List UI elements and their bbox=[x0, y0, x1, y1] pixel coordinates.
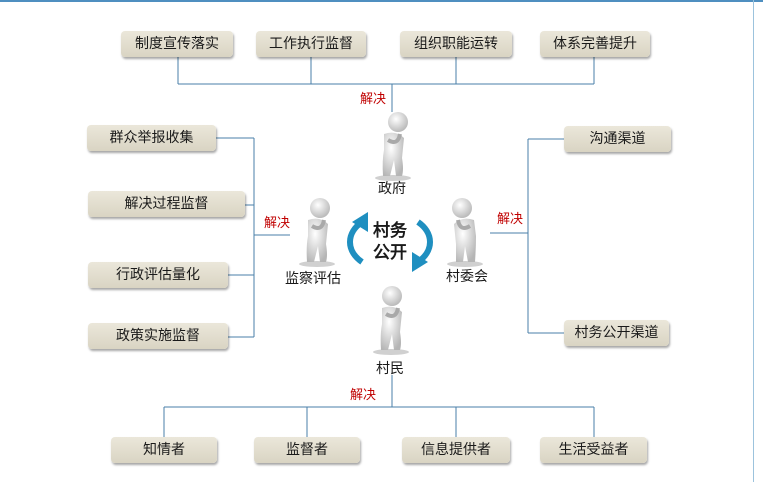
top-box-1: 制度宣传落实 bbox=[121, 31, 233, 57]
resolve-label-right: 解决 bbox=[497, 212, 524, 227]
role-supervision: 监察评估 bbox=[285, 271, 341, 287]
top-box-3: 组织职能运转 bbox=[400, 31, 512, 57]
bottom-box-3: 信息提供者 bbox=[402, 437, 510, 463]
bottom-box-4: 生活受益者 bbox=[540, 437, 647, 463]
top-border-line bbox=[0, 0, 763, 2]
left-box-4: 政策实施监督 bbox=[88, 323, 228, 349]
left-box-2: 解决过程监督 bbox=[88, 191, 245, 217]
villagers-figure-icon bbox=[373, 286, 409, 355]
bottom-box-2: 监督者 bbox=[254, 437, 360, 463]
resolve-label-bottom: 解决 bbox=[350, 388, 377, 403]
bottom-box-1: 知情者 bbox=[111, 437, 217, 463]
cycle-arrows-icon bbox=[347, 212, 433, 272]
resolve-label-left: 解决 bbox=[264, 216, 291, 231]
right-box-1: 沟通渠道 bbox=[564, 126, 671, 152]
center-label-line-2: 公开 bbox=[373, 243, 407, 263]
right-border-line bbox=[753, 0, 754, 482]
right-box-2: 村务公开渠道 bbox=[564, 320, 669, 346]
resolve-label-top: 解决 bbox=[360, 92, 387, 107]
supervision-figure-icon bbox=[299, 198, 335, 267]
government-figure-icon bbox=[375, 112, 411, 181]
center-label-line-1: 村务 bbox=[373, 221, 407, 241]
top-box-4: 体系完善提升 bbox=[540, 31, 650, 57]
center-label: 村务 公开 bbox=[348, 220, 432, 264]
role-government: 政府 bbox=[378, 181, 406, 197]
top-box-2: 工作执行监督 bbox=[256, 31, 366, 57]
role-villagers: 村民 bbox=[376, 361, 404, 377]
left-box-1: 群众举报收集 bbox=[87, 125, 216, 151]
village-committee-figure-icon bbox=[447, 198, 483, 267]
role-village-committee: 村委会 bbox=[446, 269, 488, 285]
left-box-3: 行政评估量化 bbox=[88, 262, 228, 288]
